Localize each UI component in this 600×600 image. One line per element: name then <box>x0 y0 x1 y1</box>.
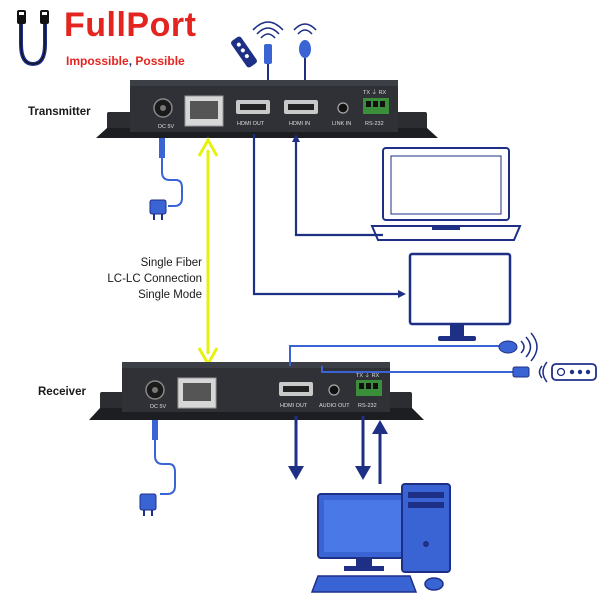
rx-rs232-label: RS-232 <box>358 403 377 409</box>
rx-ir-transmitter-icon <box>512 361 548 383</box>
hdmi-out-cable <box>252 134 406 298</box>
hdmi-in-cable <box>292 134 383 237</box>
rx-power-adapter-icon <box>139 420 176 516</box>
brand-title: FullPort <box>64 6 197 44</box>
tx-dc-label: DC 5V <box>158 124 175 130</box>
fiber-line-3: Single Mode <box>138 289 202 301</box>
transmitter-label: Transmitter <box>28 106 91 118</box>
brand-tagline-part1: Impossible <box>66 54 129 68</box>
brand-tagline-sep: , <box>128 54 136 68</box>
receiver-device <box>89 362 424 420</box>
fiber-line-2: LC-LC Connection <box>107 273 202 285</box>
rx-ir-receiver-icon <box>498 332 538 362</box>
tx-rs232-label: RS-232 <box>365 121 384 127</box>
rx-audio-label: AUDIO OUT <box>319 403 350 409</box>
receiver-label: Receiver <box>38 386 86 398</box>
monitor-icon <box>408 252 512 341</box>
brand-logo-icon <box>8 8 58 70</box>
tx-rs-pins-label: TX ⏚ RX <box>363 89 387 96</box>
fiber-description: Single Fiber LC-LC Connection Single Mod… <box>92 255 202 303</box>
rx-remote-control-icon <box>551 363 597 381</box>
remote-control-icon <box>231 36 257 68</box>
fiber-line-1: Single Fiber <box>140 257 202 269</box>
rx-ir-receiver-cable <box>289 345 500 366</box>
tx-link-label: LINK IN <box>332 121 351 127</box>
rx-rs-pins-label: TX ⏚ RX <box>356 372 380 379</box>
tx-power-adapter-icon <box>149 138 183 220</box>
laptop-icon <box>370 147 522 241</box>
brand-tagline: Impossible, Possible <box>66 54 185 68</box>
rx-hdmi-out-label: HDMI OUT <box>280 403 308 409</box>
transmitter-device <box>96 80 438 138</box>
tx-hdmi-in-label: HDMI IN <box>289 121 310 127</box>
desktop-computer-icon <box>310 483 451 593</box>
rx-output-arrows <box>288 416 388 484</box>
ir-receiver-icon <box>293 23 317 96</box>
rx-ir-transmitter-cable <box>321 366 514 373</box>
rx-dc-label: DC 5V <box>150 404 167 410</box>
fiber-link-arrow <box>197 136 219 368</box>
brand-tagline-part2: Possible <box>135 54 185 68</box>
ir-transmitter-icon <box>252 21 284 96</box>
tx-hdmi-out-label: HDMI OUT <box>237 121 265 127</box>
